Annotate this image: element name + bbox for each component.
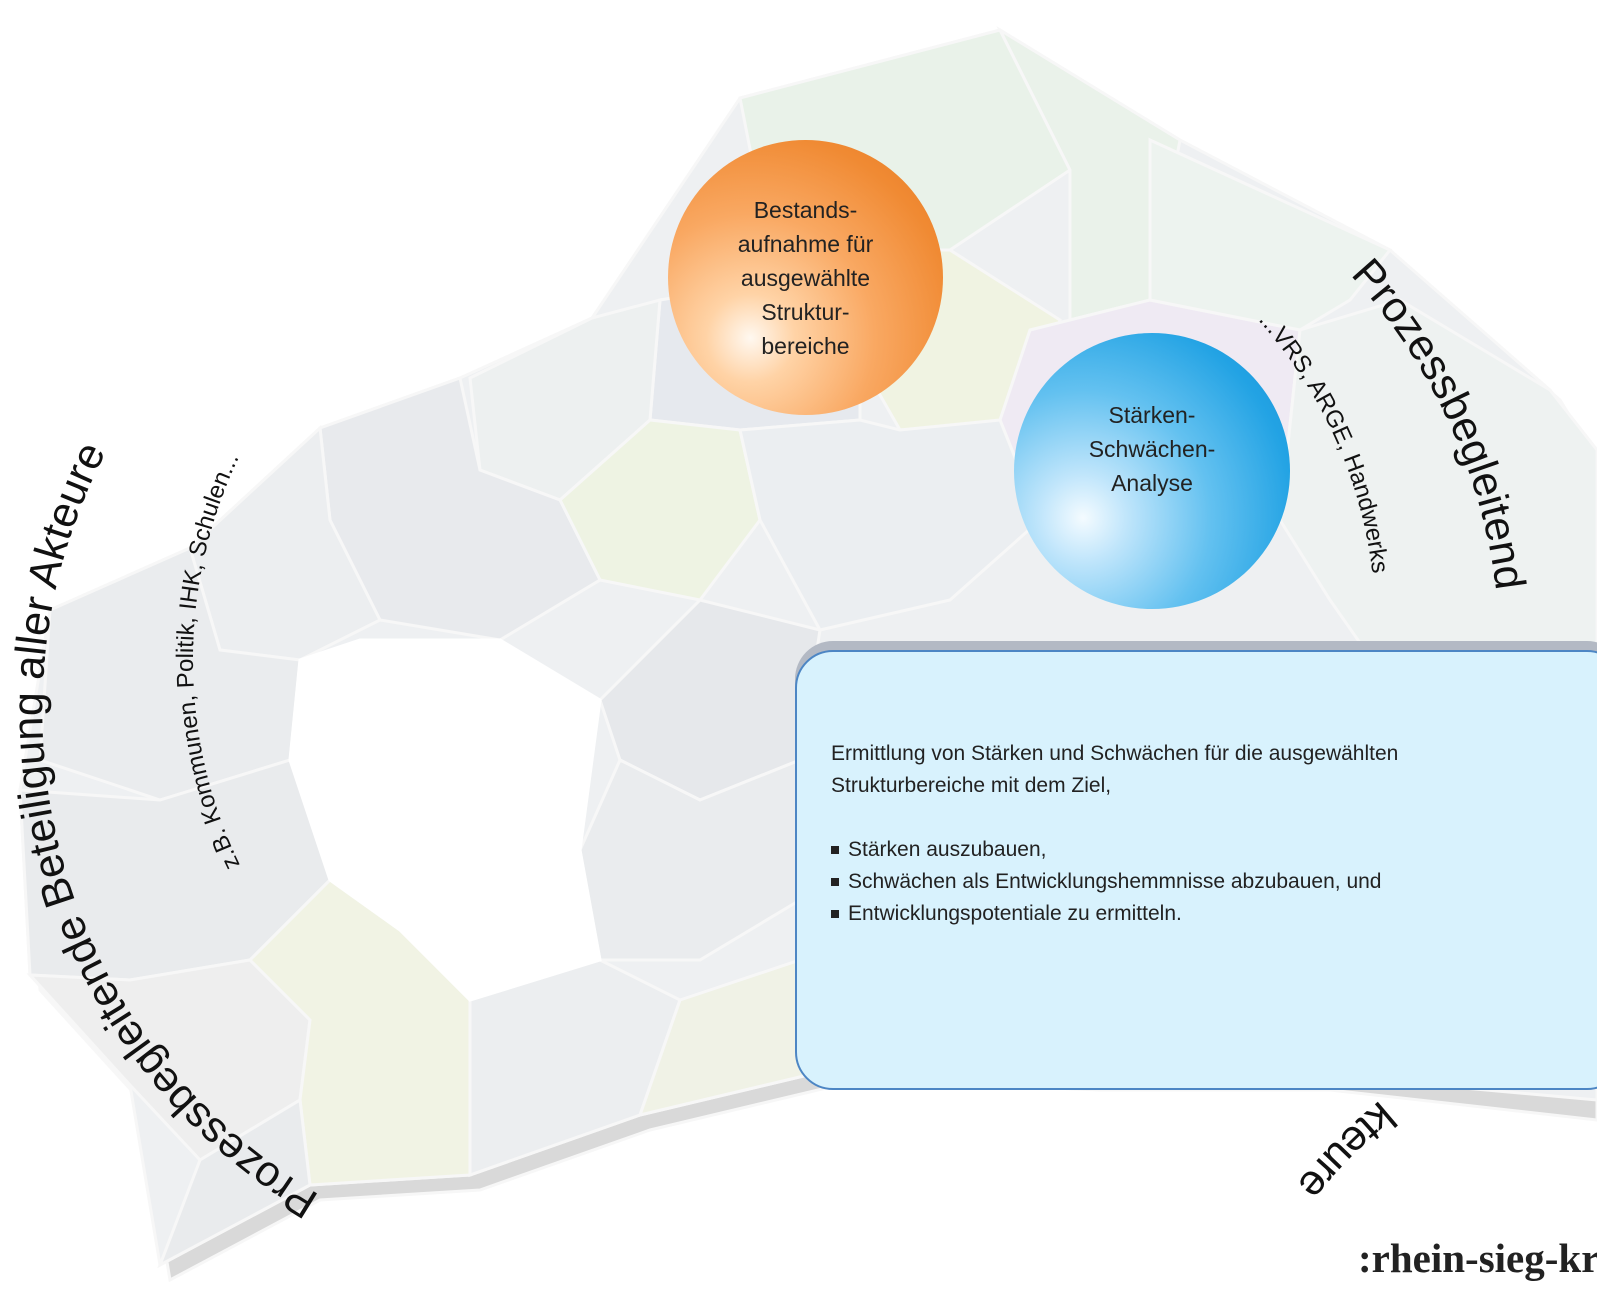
square-bullet-icon [831,910,839,918]
staerken-schwaechen-bubble: Stärken- Schwächen- Analyse [1014,333,1290,609]
bestandsaufnahme-bubble: Bestands- aufnahme für ausgewählte Struk… [668,140,943,415]
bestandsaufnahme-label: Bestands- aufnahme für ausgewählte Struk… [737,196,874,359]
staerken-schwaechen-label: Stärken- Schwächen- Analyse [1088,402,1216,496]
brand-logo-text: :rhein-sieg-kreis [1358,1235,1597,1281]
right-arc-fragment: kteure [1288,1092,1404,1209]
list-item: Stärken auszubauen, [831,834,1589,866]
info-intro-text: Ermittlung von Stärken und Schwächen für… [831,742,1399,797]
list-item: Schwächen als Entwicklungshemmnisse abzu… [831,866,1589,898]
square-bullet-icon [831,878,839,886]
list-item-text: Schwächen als Entwicklungshemmnisse abzu… [848,870,1382,893]
analysis-info-box: Ermittlung von Stärken und Schwächen für… [795,650,1597,1090]
goal-list: Stärken auszubauen, Schwächen als Entwic… [831,834,1589,930]
list-item-text: Stärken auszubauen, [848,838,1047,861]
square-bullet-icon [831,846,839,854]
list-item-text: Entwicklungspotentiale zu ermitteln. [848,902,1182,925]
list-item: Entwicklungspotentiale zu ermitteln. [831,898,1589,930]
